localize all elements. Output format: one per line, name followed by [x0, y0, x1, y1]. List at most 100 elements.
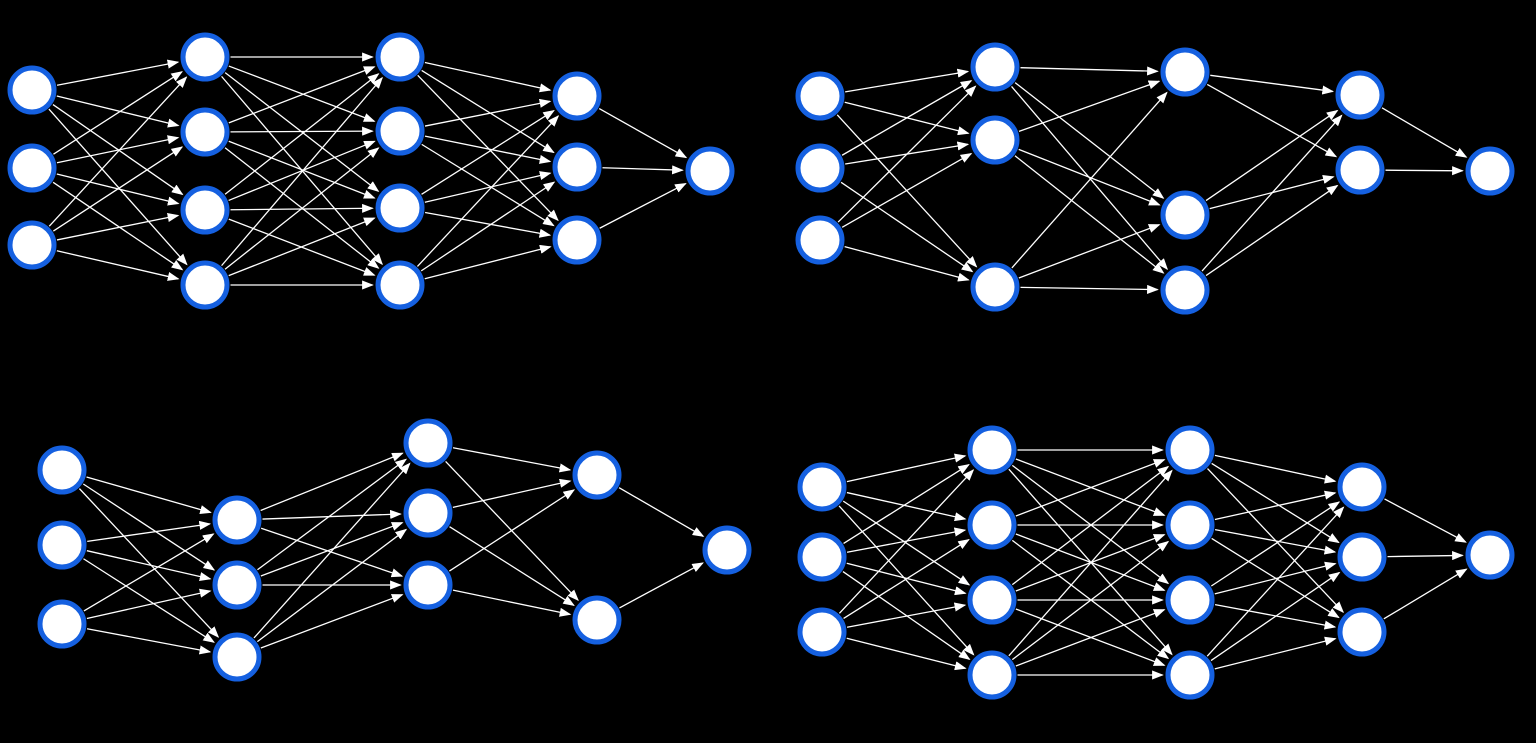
network-edge: [86, 550, 212, 581]
network-edge: [1014, 82, 1165, 199]
network-edge: [1387, 551, 1464, 561]
network-node: [967, 650, 1017, 700]
network-node: [1165, 650, 1215, 700]
network-edge: [452, 589, 572, 617]
network-edge: [421, 69, 555, 154]
network-node: [7, 220, 57, 270]
network-edge: [1014, 155, 1165, 274]
network-node: [572, 450, 622, 500]
network-edge: [78, 488, 220, 638]
network-node: [685, 146, 735, 196]
network-node: [180, 32, 230, 82]
network-edge: [837, 85, 977, 223]
network-edge: [48, 76, 188, 227]
network-edge: [1214, 490, 1337, 521]
network-edge: [846, 602, 967, 628]
network-edge: [1211, 537, 1340, 619]
network-edge: [842, 571, 971, 661]
network-edge: [52, 181, 184, 271]
network-edge: [221, 76, 383, 267]
network-edge: [1383, 568, 1468, 620]
network-edge: [449, 489, 576, 572]
network-node: [180, 185, 230, 235]
network-edge: [452, 478, 572, 509]
network-edge: [56, 95, 180, 128]
network-edge: [1210, 501, 1341, 587]
network-edge: [1206, 83, 1338, 158]
network-top-right: [795, 42, 1515, 315]
network-edge: [1020, 66, 1159, 76]
network-node: [375, 183, 425, 233]
network-node: [1160, 190, 1210, 240]
network-node: [37, 599, 87, 649]
network-edge: [1015, 608, 1166, 666]
network-edge: [260, 452, 404, 512]
network-edge: [1201, 114, 1343, 272]
network-edge: [228, 217, 376, 277]
network-top-left: [7, 32, 735, 310]
network-node: [797, 462, 847, 512]
network-edge: [87, 520, 212, 543]
network-edge: [838, 505, 975, 656]
network-node: [552, 142, 602, 192]
network-edge: [842, 500, 971, 586]
network-edge: [1206, 506, 1345, 657]
network-edge: [1008, 469, 1173, 657]
network-node: [180, 107, 230, 157]
network-edge: [260, 527, 404, 578]
network-node: [403, 488, 453, 538]
network-node: [1335, 70, 1385, 120]
network-node: [795, 143, 845, 193]
network-bottom-left: [37, 418, 752, 682]
network-node: [375, 32, 425, 82]
network-edge: [82, 483, 216, 571]
network-edge: [424, 244, 552, 280]
network-edge: [224, 147, 380, 270]
network-node: [1160, 47, 1210, 97]
network-node: [797, 532, 847, 582]
network-node: [967, 500, 1017, 550]
network-edge: [421, 110, 555, 195]
network-edge: [602, 165, 684, 175]
network-node: [1165, 425, 1215, 475]
network-edge: [449, 526, 575, 606]
network-edge: [56, 213, 180, 241]
network-node: [7, 143, 57, 193]
network-edge: [1018, 224, 1161, 279]
network-node: [403, 560, 453, 610]
network-node: [702, 525, 752, 575]
network-edge: [424, 211, 552, 238]
network-edge: [1381, 107, 1468, 158]
network-node: [212, 495, 262, 545]
network-edge: [843, 538, 970, 619]
network-edge: [83, 558, 215, 643]
network-edge: [56, 250, 180, 281]
network-edge: [598, 107, 688, 159]
network-edge: [1210, 571, 1341, 662]
network-edge: [424, 61, 552, 93]
network-edge: [53, 71, 183, 155]
network-node: [212, 632, 262, 682]
network-edge: [1384, 498, 1467, 543]
network-edge: [416, 115, 560, 267]
network-edge: [1214, 636, 1337, 670]
network-edge: [838, 469, 975, 614]
network-edge: [52, 146, 184, 232]
network-edge: [1214, 529, 1337, 555]
network-edge: [1214, 454, 1337, 484]
network-edge: [253, 462, 411, 639]
network-edge: [846, 491, 967, 522]
network-edge: [1018, 80, 1161, 133]
network-node: [1465, 530, 1515, 580]
network-edge: [841, 80, 973, 156]
network-edge: [1011, 465, 1170, 586]
network-edge: [1018, 148, 1161, 206]
network-edge: [1011, 540, 1170, 661]
network-edge: [844, 245, 970, 282]
network-node: [572, 595, 622, 645]
network-edge: [1385, 166, 1464, 176]
network-node: [967, 575, 1017, 625]
network-node: [37, 445, 87, 495]
network-edge: [424, 171, 552, 203]
